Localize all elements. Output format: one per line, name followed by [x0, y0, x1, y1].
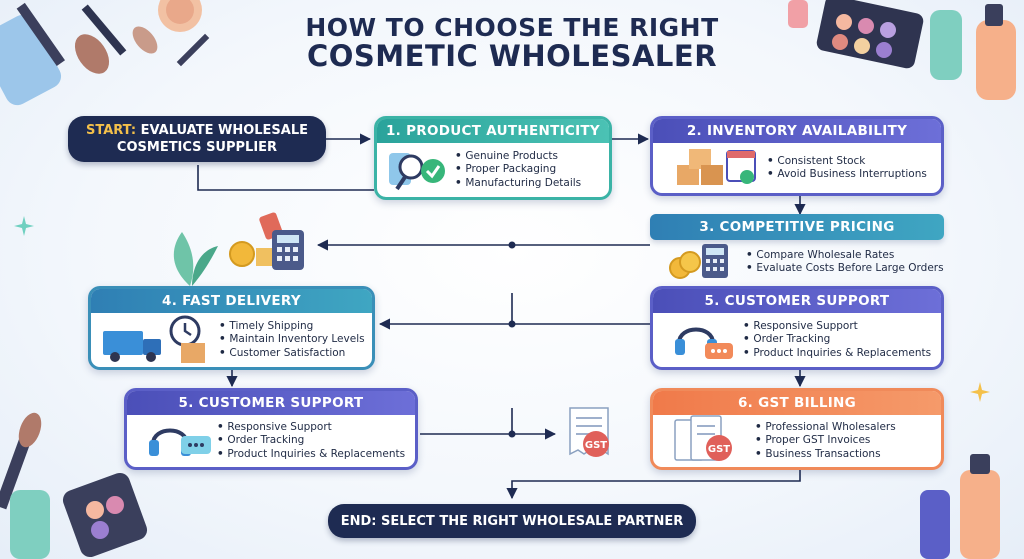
step-inventory-availability: 2. INVENTORY AVAILABILITY Consistent Sto… [650, 116, 944, 196]
list-item: Order Tracking [743, 333, 931, 347]
gst-badge-text: GST [585, 440, 607, 451]
start-line-1: EVALUATE WHOLESALE [140, 123, 309, 138]
end-node: END: SELECT THE RIGHT WHOLESALE PARTNER [328, 504, 696, 538]
list-item: Manufacturing Details [455, 177, 581, 191]
list-item: Proper GST Invoices [755, 434, 896, 448]
list-item: Compare Wholesale Rates [746, 249, 944, 263]
makeup-brushes-icon [0, 0, 210, 106]
step-items: Responsive Support Order Tracking Produc… [217, 421, 405, 462]
leaf-decoration-icon [173, 232, 218, 286]
headset-chat-icon [149, 428, 211, 456]
list-item: Timely Shipping [219, 320, 365, 334]
magnifier-check-icon [389, 153, 445, 191]
end-label: END: SELECT THE RIGHT WHOLESALE PARTNER [340, 513, 684, 529]
step-items: Responsive Support Order Tracking Produc… [743, 320, 931, 361]
step-title: 5. CUSTOMER SUPPORT [653, 289, 941, 313]
list-item: Order Tracking [217, 434, 405, 448]
cosmetics-bottom-left-icon [0, 412, 148, 559]
list-item: Proper Packaging [455, 163, 581, 177]
step-competitive-pricing: 3. COMPETITIVE PRICING Compare Wholesale… [650, 214, 944, 279]
step-customer-support-right: 5. CUSTOMER SUPPORT Responsive Support O… [650, 286, 944, 370]
step-items: Compare Wholesale Rates Evaluate Costs B… [746, 249, 944, 276]
step-items: Genuine Products Proper Packaging Manufa… [455, 150, 581, 191]
sparkle-icon [970, 382, 990, 402]
start-node: START: EVALUATE WHOLESALE COSMETICS SUPP… [68, 116, 326, 162]
money-calculator-icon [229, 212, 304, 270]
list-item: Maintain Inventory Levels [219, 333, 364, 347]
cosmetics-bottom-right-icon [920, 454, 1000, 559]
gst-receipt-icon: GST [569, 407, 609, 457]
step-product-authenticity: 1. PRODUCT AUTHENTICITY Genuine Products… [374, 116, 612, 200]
list-item: Professional Wholesalers [755, 421, 895, 435]
list-item: Responsive Support [217, 421, 405, 435]
sparkle-icon [14, 216, 34, 236]
gst-invoice-icon: GST [674, 415, 732, 461]
list-item: Product Inquiries & Replacements [217, 448, 405, 462]
list-item: Product Inquiries & Replacements [743, 347, 931, 361]
list-item: Consistent Stock [767, 155, 927, 169]
step-fast-delivery: 4. FAST DELIVERY Timely Shipping Maintai… [88, 286, 375, 370]
step-title: 6. GST BILLING [653, 391, 941, 415]
list-item: Genuine Products [455, 150, 581, 164]
delivery-truck-clock-icon [103, 315, 205, 363]
step-title: 3. COMPETITIVE PRICING [650, 214, 944, 240]
step-title: 1. PRODUCT AUTHENTICITY [377, 119, 609, 143]
page-title: HOW TO CHOOSE THE RIGHT COSMETIC WHOLESA… [240, 14, 784, 72]
step-title: 5. CUSTOMER SUPPORT [127, 391, 415, 415]
start-line-2: COSMETICS SUPPLIER [116, 140, 278, 155]
step-items: Consistent Stock Avoid Business Interrup… [767, 155, 927, 182]
title-line-1: HOW TO CHOOSE THE RIGHT [305, 13, 719, 42]
headset-chat-icon [675, 327, 733, 359]
step-title: 2. INVENTORY AVAILABILITY [653, 119, 941, 143]
step-items: Timely Shipping Maintain Inventory Level… [219, 320, 365, 361]
step-items: Professional Wholesalers Proper GST Invo… [755, 421, 896, 462]
step-customer-support-left: 5. CUSTOMER SUPPORT Responsive Support O… [124, 388, 418, 470]
step-title: 4. FAST DELIVERY [91, 289, 372, 313]
eyeshadow-palette-icon [788, 0, 1016, 100]
coins-calculator-icon [669, 244, 728, 279]
step-gst-billing: 6. GST BILLING GST Professional Wholesal… [650, 388, 944, 470]
list-item: Responsive Support [743, 320, 931, 334]
list-item: Customer Satisfaction [219, 347, 365, 361]
boxes-calendar-icon [677, 149, 756, 185]
list-item: Business Transactions [755, 448, 896, 462]
title-line-2: COSMETIC WHOLESALER [306, 39, 718, 73]
list-item: Evaluate Costs Before Large Orders [746, 262, 943, 276]
list-item: Avoid Business Interruptions [767, 168, 926, 182]
gst-badge-text: GST [708, 444, 730, 455]
start-prefix: START: [85, 123, 137, 138]
